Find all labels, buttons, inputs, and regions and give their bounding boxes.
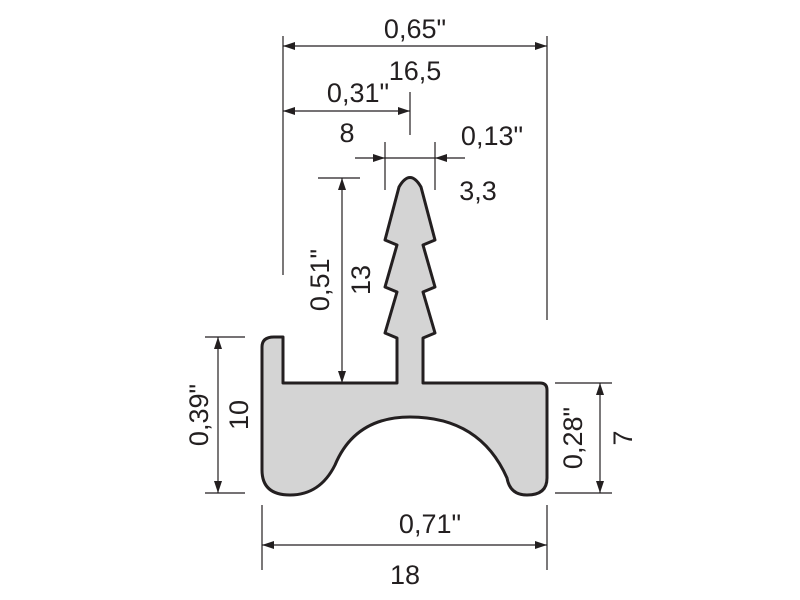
label-tip-mm: 3,3 xyxy=(459,176,497,206)
label-top-width-inch: 0,65" xyxy=(384,14,446,44)
dimension-lines xyxy=(214,42,604,549)
label-left-mm: 10 xyxy=(224,400,254,430)
label-base-inch: 0,71" xyxy=(399,509,461,539)
profile-shape xyxy=(260,176,549,497)
label-right-mm: 7 xyxy=(608,430,638,445)
label-tip-inch: 0,13" xyxy=(461,121,523,151)
label-offset-mm: 8 xyxy=(339,118,354,148)
label-top-width-mm: 16,5 xyxy=(389,56,442,86)
label-right-inch: 0,28" xyxy=(558,407,588,469)
label-offset-inch: 0,31" xyxy=(327,78,389,108)
label-stem-inch: 0,51" xyxy=(305,249,335,311)
label-base-mm: 18 xyxy=(390,560,420,590)
label-stem-mm: 13 xyxy=(346,265,376,295)
label-left-inch: 0,39" xyxy=(184,384,214,446)
